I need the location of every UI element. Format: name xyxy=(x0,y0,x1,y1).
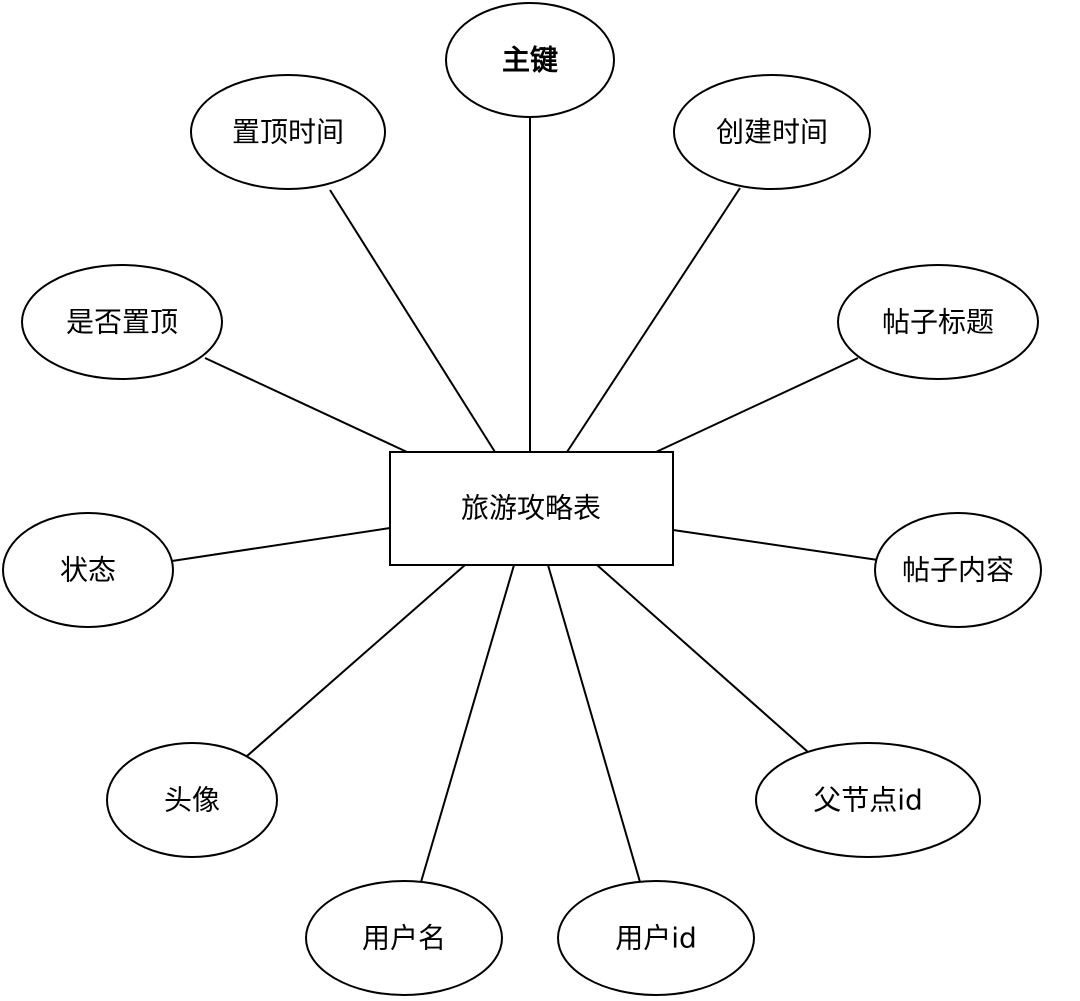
entity-box: 旅游攻略表 xyxy=(389,451,674,566)
attribute-ellipse xyxy=(557,880,755,996)
attribute-user-id: 用户id xyxy=(557,880,755,996)
attribute-ellipse xyxy=(445,2,615,118)
attribute-label: 置顶时间 xyxy=(232,116,344,149)
attribute-status: 状态 xyxy=(2,512,174,628)
attribute-ellipse xyxy=(755,742,981,858)
attribute-ellipse xyxy=(190,74,386,190)
attribute-parent-id: 父节点id xyxy=(755,742,981,858)
connector-status xyxy=(171,527,391,562)
attribute-label: 帖子标题 xyxy=(882,306,994,339)
attribute-ellipse xyxy=(673,74,871,190)
attribute-label: 用户名 xyxy=(362,922,446,955)
attribute-label: 创建时间 xyxy=(716,116,828,149)
attribute-avatar: 头像 xyxy=(106,742,278,858)
connector-parent-id xyxy=(596,564,809,753)
attribute-label: 用户id xyxy=(615,922,697,955)
entity-label: 旅游攻略表 xyxy=(461,492,601,525)
connector-user-id xyxy=(547,564,641,883)
attribute-ellipse xyxy=(837,264,1039,380)
attribute-label: 帖子内容 xyxy=(902,554,1014,587)
attribute-post-content: 帖子内容 xyxy=(874,512,1042,628)
connectors xyxy=(171,117,879,883)
attribute-ellipse xyxy=(106,742,278,858)
attribute-label: 父节点id xyxy=(813,784,923,817)
connector-username xyxy=(420,564,515,883)
connector-pin-time xyxy=(329,189,496,453)
entity-rect xyxy=(389,451,674,566)
attribute-label: 头像 xyxy=(164,784,220,817)
attribute-ellipse xyxy=(305,880,503,996)
attribute-ellipse xyxy=(2,512,174,628)
attribute-ellipse xyxy=(21,264,223,380)
connector-avatar xyxy=(246,564,466,757)
connector-post-content xyxy=(672,529,879,561)
attribute-primary-key: 主键 xyxy=(445,2,615,118)
attribute-create-time: 创建时间 xyxy=(673,74,871,190)
attribute-label: 是否置顶 xyxy=(66,306,178,339)
connector-is-pinned xyxy=(204,357,408,453)
attribute-label: 状态 xyxy=(60,554,116,587)
connector-create-time xyxy=(566,187,741,453)
connector-post-title xyxy=(655,357,859,453)
attribute-pin-time: 置顶时间 xyxy=(190,74,386,190)
attribute-username: 用户名 xyxy=(305,880,503,996)
attribute-is-pinned: 是否置顶 xyxy=(21,264,223,380)
attribute-post-title: 帖子标题 xyxy=(837,264,1039,380)
attribute-ellipse xyxy=(874,512,1042,628)
attribute-label: 主键 xyxy=(502,44,558,77)
